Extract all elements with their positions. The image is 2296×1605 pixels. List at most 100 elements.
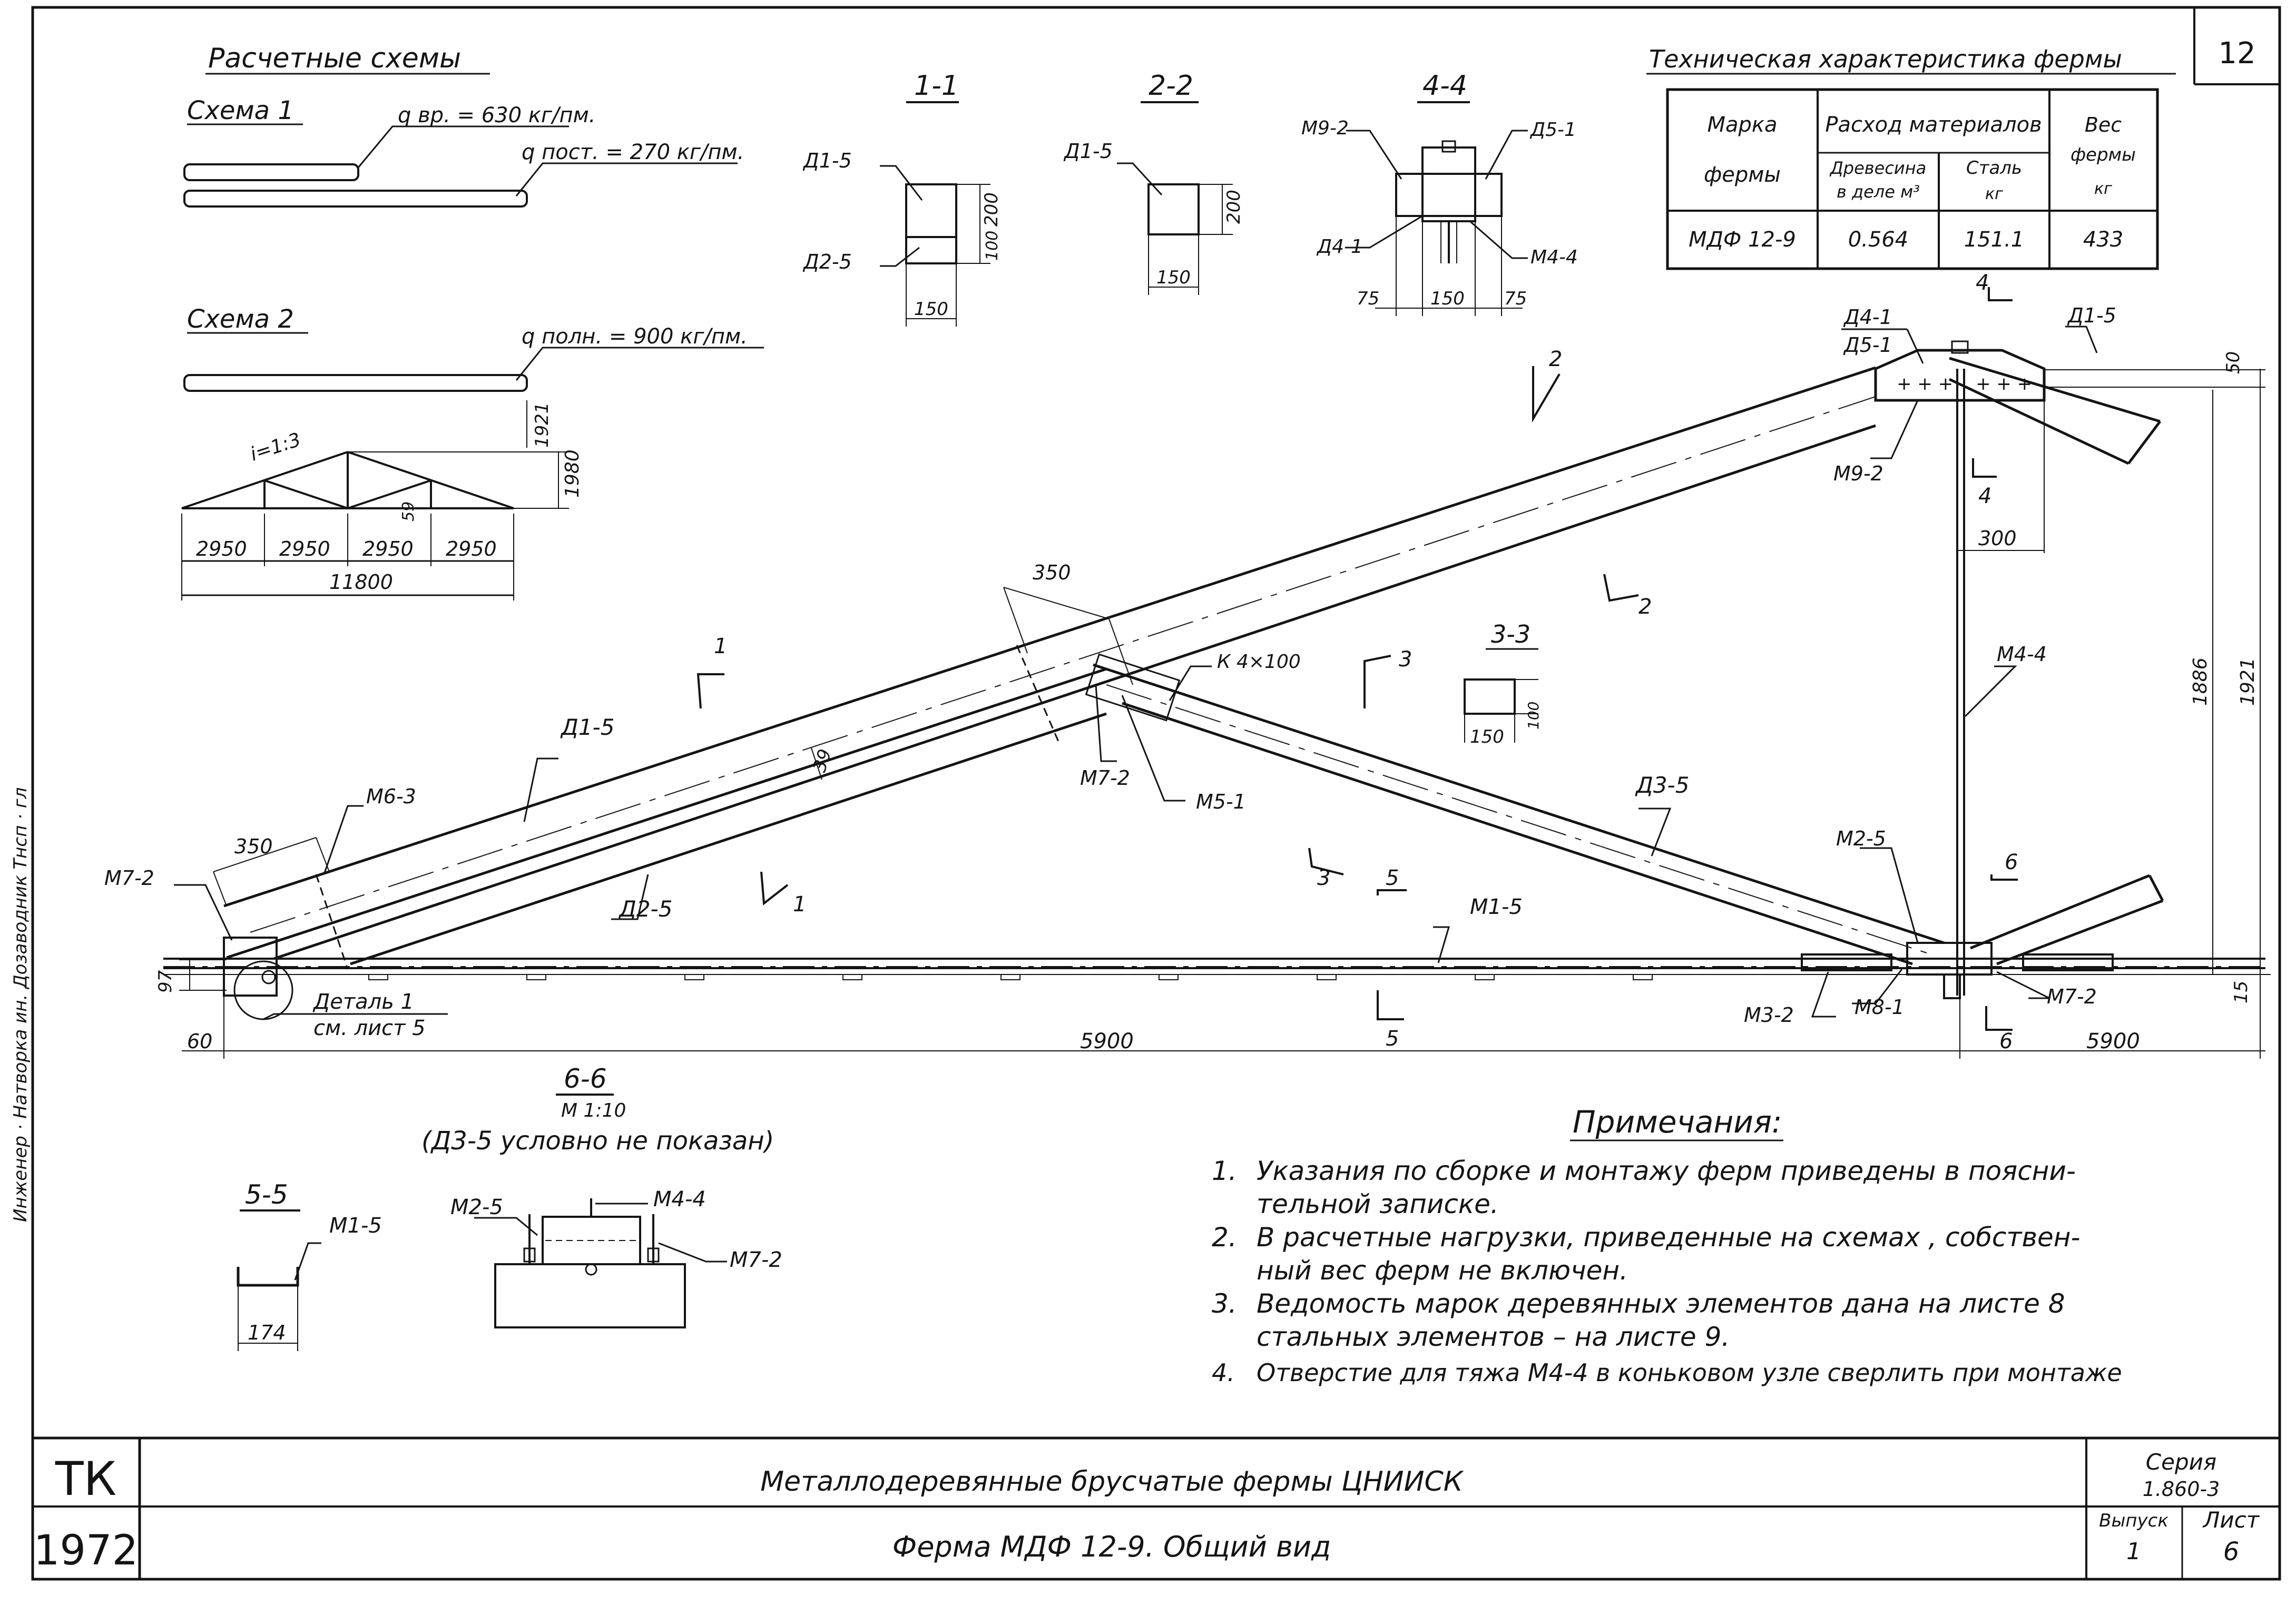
scheme1-load-bar-perm bbox=[183, 190, 528, 208]
tech-col-steel-2: кг bbox=[1985, 185, 2003, 203]
scheme2-span-4: 2950 bbox=[446, 537, 497, 560]
dim-350-top: 350 bbox=[1033, 561, 1071, 584]
dim-5900-right: 5900 bbox=[2086, 1029, 2140, 1053]
section-3-3: 3-3 150 100 bbox=[1464, 620, 1542, 747]
label-brace: Д3-5 bbox=[1635, 772, 1689, 798]
scheme2-span-2: 2950 bbox=[279, 537, 330, 560]
scheme1-load-perm: q пост. = 270 кг/пм. bbox=[522, 140, 744, 164]
label-ridge-chord: Д1-5 bbox=[2067, 304, 2116, 327]
label-m72-right: М7-2 bbox=[2047, 985, 2097, 1008]
title-block: ТК 1972 Металлодеревянные брусчатые ферм… bbox=[34, 1449, 2260, 1574]
sheet-frame bbox=[31, 6, 2281, 1581]
design-schemes: Расчетные схемы Схема 1 q вр. = 630 кг/п… bbox=[181, 43, 764, 600]
left-support bbox=[223, 937, 293, 1020]
label-m32: М3-2 bbox=[1744, 1003, 1794, 1027]
tech-col-steel-1: Сталь bbox=[1966, 157, 2022, 179]
scheme1-load-temp: q вр. = 630 кг/пм. bbox=[398, 103, 596, 127]
title-block-issue-label: Выпуск bbox=[2099, 1510, 2169, 1531]
scheme2-truss bbox=[181, 400, 569, 600]
label-m44: М4-4 bbox=[1997, 643, 2047, 666]
note-1-line-2: тельной записке. bbox=[1257, 1189, 1499, 1219]
note-3-line-1: Ведомость марок деревянных элементов дан… bbox=[1257, 1288, 2065, 1319]
top-chord bbox=[223, 357, 2161, 960]
label-m72-mid: М7-2 bbox=[1080, 766, 1130, 790]
margin-text: Инженер · Натворка ин. Дозаводник Тнсп ·… bbox=[10, 787, 31, 1222]
section-4-4-label-m9: М9-2 bbox=[1301, 117, 1349, 139]
section-1-1-dim-100: 100 bbox=[983, 231, 1002, 261]
section-4-4: 4-4 М9-2 Д5-1 Д4-1 М4-4 75 150 75 bbox=[1301, 70, 1578, 316]
label-ridge-b: Д5-1 bbox=[1843, 333, 1892, 357]
tech-col-consumption: Расход материалов bbox=[1825, 113, 2042, 137]
cut-3b: 3 bbox=[1317, 866, 1330, 890]
schemes-title: Расчетные схемы bbox=[208, 43, 461, 74]
vertical-tie bbox=[1956, 369, 1965, 996]
label-m81: М8-1 bbox=[1855, 996, 1905, 1019]
section-5-5-dim: 174 bbox=[248, 1321, 286, 1344]
cut-1a: 1 bbox=[714, 634, 727, 658]
bottom-tie bbox=[163, 958, 2265, 980]
dim-60: 60 bbox=[187, 1030, 212, 1053]
section-6-6-label-m72: М7-2 bbox=[730, 1248, 782, 1272]
dim-50: 50 bbox=[2223, 351, 2244, 374]
note-2-line-2: ный вес ферм не включен. bbox=[1257, 1255, 1628, 1286]
scheme2-dim-small: 59 bbox=[399, 501, 418, 521]
ridge-node: + + + + + + bbox=[1874, 340, 2046, 402]
notes: Примечания: 1. Указания по сборке и монт… bbox=[1212, 1104, 2122, 1387]
scheme2-load-full: q полн. = 900 кг/пм. bbox=[522, 324, 748, 349]
note-4-num: 4. bbox=[1212, 1358, 1235, 1387]
title-block-sheet-label: Лист bbox=[2202, 1507, 2260, 1533]
label-detail-ref: см. лист 5 bbox=[313, 1016, 426, 1040]
title-block-series-value: 1.860-3 bbox=[2143, 1478, 2220, 1501]
cut-4a: 4 bbox=[1976, 271, 1989, 295]
dim-300: 300 bbox=[1978, 527, 2017, 550]
title-block-issue-value: 1 bbox=[2126, 1538, 2141, 1565]
section-4-4-dim-75b: 75 bbox=[1504, 288, 1527, 309]
tech-row-wood: 0.564 bbox=[1848, 228, 1909, 252]
label-m63: М6-3 bbox=[366, 785, 416, 808]
note-1-num: 1. bbox=[1212, 1156, 1237, 1186]
label-m51: М5-1 bbox=[1196, 790, 1246, 813]
title-block-org: ТК bbox=[55, 1452, 116, 1506]
title-block-title-2: Ферма МДФ 12-9. Общий вид bbox=[892, 1530, 1331, 1563]
label-ridge-a: Д4-1 bbox=[1843, 306, 1892, 329]
section-6-6: 6-6 М 1:10 (Д3-5 условно не показан) М2-… bbox=[421, 1064, 782, 1328]
tech-col-weight-3: кг bbox=[2094, 180, 2112, 198]
tech-row-steel: 151.1 bbox=[1964, 228, 2025, 252]
section-2-2-dim-200: 200 bbox=[1223, 190, 1244, 224]
section-2-2-dim-150: 150 bbox=[1156, 267, 1191, 288]
label-strut: Д2-5 bbox=[618, 896, 672, 922]
section-2-2-title: 2-2 bbox=[1149, 70, 1193, 102]
scheme2-span-total: 11800 bbox=[329, 570, 393, 594]
dim-97: 97 bbox=[155, 970, 176, 993]
cut-4b: 4 bbox=[1978, 484, 1991, 508]
tech-col-mark-2: фермы bbox=[1704, 163, 1781, 187]
label-top-chord: Д1-5 bbox=[560, 714, 614, 740]
label-m25: М2-5 bbox=[1836, 827, 1886, 850]
tech-table-title: Техническая характеристика фермы bbox=[1649, 45, 2122, 73]
right-node bbox=[1801, 942, 2114, 999]
main-truss: + + + + + + bbox=[163, 340, 2265, 1020]
cut-marks bbox=[696, 287, 2018, 1031]
cut-mark-labels: 1 1 2 2 3 3 4 4 5 5 6 6 bbox=[714, 271, 2018, 1053]
cut-3a: 3 bbox=[1399, 647, 1412, 672]
section-4-4-dim-75a: 75 bbox=[1357, 288, 1379, 309]
cut-6a: 6 bbox=[2005, 850, 2018, 874]
scheme2-span-3: 2950 bbox=[362, 537, 414, 560]
tech-col-wood-1: Древесина bbox=[1829, 158, 1926, 178]
section-5-5-title: 5-5 bbox=[245, 1179, 288, 1210]
cut-2a: 2 bbox=[1549, 347, 1562, 371]
label-detail: Деталь 1 bbox=[312, 990, 414, 1014]
main-dimensions bbox=[179, 369, 2271, 1059]
cut-2b: 2 bbox=[1638, 595, 1652, 619]
section-4-4-label-m44: М4-4 bbox=[1530, 247, 1578, 268]
section-2-2: 2-2 Д1-5 200 150 bbox=[1063, 70, 1244, 295]
note-4-line-1: Отверстие для тяжа М4-4 в коньковом узле… bbox=[1257, 1358, 2122, 1387]
dim-39: 39 bbox=[809, 746, 836, 775]
scheme1-load-bar-temp bbox=[183, 163, 359, 181]
section-4-4-label-d4: Д4-1 bbox=[1316, 236, 1363, 258]
section-1-1-title: 1-1 bbox=[914, 70, 959, 102]
section-4-4-label-d5: Д5-1 bbox=[1529, 119, 1576, 141]
section-6-6-scale: М 1:10 bbox=[561, 1100, 626, 1121]
section-5-5-label-m15: М1-5 bbox=[329, 1214, 382, 1238]
